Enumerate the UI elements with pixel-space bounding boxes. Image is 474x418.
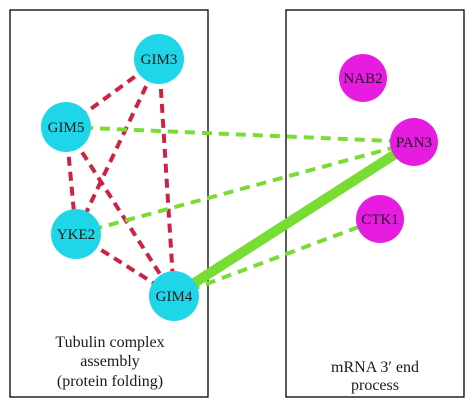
node-yke2-circle: [51, 209, 101, 259]
node-gim4-label: GIM4: [156, 289, 193, 305]
node-ctk1-label: CTK1: [361, 212, 399, 228]
node-yke2-label: YKE2: [57, 227, 95, 243]
node-gim4-circle: [149, 271, 199, 321]
node-yke2: YKE2: [51, 209, 101, 259]
node-gim3-label: GIM3: [141, 52, 178, 68]
edge-gim5-pan3: [65, 125, 415, 144]
edge-gim4-pan3: [171, 137, 417, 301]
node-pan3: PAN3: [390, 118, 438, 166]
panel-left-caption-line-1: Tubulin complex: [55, 334, 164, 351]
node-nab2-circle: [339, 54, 387, 102]
panel-left-caption-line-2: assembly: [80, 353, 140, 370]
node-pan3-label: PAN3: [396, 135, 432, 151]
node-gim5-circle: [41, 102, 91, 152]
edge-gim4-ctk1: [173, 217, 381, 298]
panel-tubulin-complex: [9, 9, 209, 398]
node-pan3-circle: [390, 118, 438, 166]
edge-gim3-gim4: [157, 58, 176, 297]
node-gim3-circle: [134, 34, 184, 84]
node-nab2-label: NAB2: [343, 71, 382, 87]
node-gim5: GIM5: [41, 102, 91, 152]
node-ctk1-circle: [356, 195, 404, 243]
panel-mrna-end-process: [285, 9, 465, 398]
node-gim3: GIM3: [134, 34, 184, 84]
edge-gim3-yke2: [74, 58, 161, 235]
node-gim5-label: GIM5: [48, 120, 85, 136]
node-gim4: GIM4: [149, 271, 199, 321]
panel-right-caption-line-2: process: [351, 377, 399, 394]
edge-yke2-pan3: [75, 140, 415, 236]
edge-gim5-gim4: [64, 125, 176, 298]
node-nab2: NAB2: [339, 54, 387, 102]
panel-right-caption-line-1: mRNA 3′ end: [331, 359, 419, 376]
node-ctk1: CTK1: [356, 195, 404, 243]
panel-left-caption-line-3: (protein folding): [57, 373, 163, 390]
